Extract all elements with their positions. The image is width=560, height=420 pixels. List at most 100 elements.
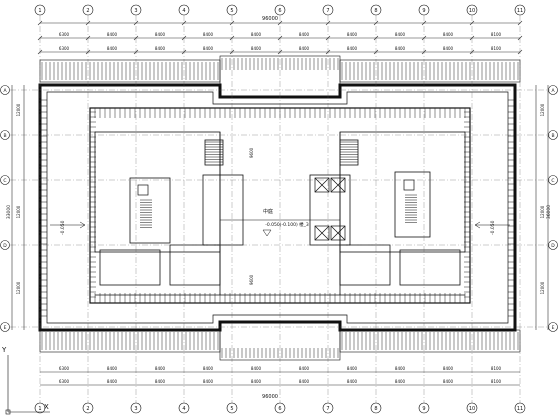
- top-dimension-value: 8400: [395, 32, 406, 37]
- right-overall-dim: 36000: [546, 205, 552, 219]
- top-dimension-value: 8400: [251, 46, 262, 51]
- grid-bubble-bottom: [514, 402, 526, 414]
- grid-bubble-label: E: [4, 325, 7, 331]
- left-dimension-value: 12000: [16, 103, 21, 116]
- bottom-dimension-value: 8400: [347, 379, 358, 384]
- bottom-dimension-value: 6300: [59, 366, 70, 371]
- top-dimension-value: 8400: [203, 32, 214, 37]
- bottom-overall-dim: 96000: [262, 394, 278, 400]
- bottom-dimension-value: 8400: [203, 379, 214, 384]
- grid-bubble-label: 9: [422, 8, 425, 14]
- bottom-dimension-value: 8400: [155, 366, 166, 371]
- bottom-dimension-value: 8400: [443, 379, 454, 384]
- grid-bubble-side: [548, 85, 558, 95]
- atrium: 中庭 -0.050(-0.100) 楼_3 9600 9600: [220, 147, 340, 285]
- top-dimension-value: 8100: [491, 46, 502, 51]
- top-dimension-value: 8400: [155, 46, 166, 51]
- grid-bubble-label: C: [3, 178, 6, 184]
- top-dimension-value: 8100: [491, 32, 502, 37]
- grid-bubble-side: [548, 175, 558, 185]
- top-dimension-value: 8400: [107, 32, 118, 37]
- top-dimension-value: 8400: [107, 46, 118, 51]
- axis-x-label: X: [44, 403, 49, 411]
- grid-bubble-bottom: [34, 402, 46, 414]
- bottom-dimension-value: 8100: [491, 366, 502, 371]
- bottom-dimension-value: 8400: [347, 366, 358, 371]
- grid-bubble-label: 8: [374, 8, 377, 14]
- grid-bubble-side: [0, 240, 10, 250]
- right-dimension-value: 12000: [540, 205, 545, 218]
- grid-bubble-label: 10: [469, 406, 475, 412]
- bottom-dimension-value: 8400: [107, 366, 118, 371]
- grid-bubble-label: 7: [326, 406, 329, 412]
- grid-bubble-label: B: [3, 133, 6, 139]
- grid-bubble-bottom: [370, 402, 382, 414]
- grid-bubble-label: A: [551, 88, 555, 94]
- grid-bubble-side: [0, 322, 10, 332]
- bottom-dimension-value: 8400: [299, 379, 310, 384]
- grid-bubble-label: C: [551, 178, 554, 184]
- atrium-label: 中庭: [263, 208, 273, 215]
- bottom-dimension-value: 8400: [155, 379, 166, 384]
- grid-bubble-label: 1: [38, 8, 41, 14]
- grid-bubble-label: 3: [134, 406, 137, 412]
- right-dimension-value: 12000: [540, 103, 545, 116]
- ucs-axis-icon: [5, 355, 50, 415]
- grid-bubble-label: 7: [326, 8, 329, 14]
- grid-bubble-bottom: [418, 402, 430, 414]
- bottom-dimension-value: 8400: [251, 379, 262, 384]
- left-level-label: -0.050: [60, 220, 66, 235]
- side-dimension-lines: [11, 85, 549, 330]
- grid-bubble-side: [0, 85, 10, 95]
- grid-bubble-label: 4: [182, 8, 185, 14]
- grid-bubble-bottom: [322, 402, 334, 414]
- grid-bubble-label: A: [3, 88, 7, 94]
- grid-bubble-side: [548, 322, 558, 332]
- top-dimension-value: 8400: [395, 46, 406, 51]
- grid-bubble-side: [548, 240, 558, 250]
- grid-bubble-bottom: [226, 402, 238, 414]
- top-dimension-texts: 6300630084008400840084008400840084008400…: [59, 32, 502, 51]
- bottom-dimension-value: 8400: [107, 379, 118, 384]
- left-dimension-value: 12000: [16, 281, 21, 294]
- grid-bubble-label: 4: [182, 406, 185, 412]
- grid-bubble-label: 5: [230, 8, 233, 14]
- bottom-dimension-lines: [40, 371, 520, 386]
- bottom-dimension-value: 8100: [491, 379, 502, 384]
- grid-bubble-label: 2: [86, 8, 89, 14]
- grid-bubble-side: [548, 130, 558, 140]
- bottom-colonnade-hatch: [41, 332, 519, 358]
- grid-axis-lines: [10, 15, 550, 403]
- grid-bubble-label: 2: [86, 406, 89, 412]
- grid-bubble-label: D: [551, 243, 555, 249]
- perimeter-windows: [40, 99, 515, 317]
- left-overall-dim: 33000: [6, 205, 12, 219]
- bottom-dimension-value: 8400: [299, 366, 310, 371]
- grid-bubble-label: D: [3, 243, 7, 249]
- level-arrows: [50, 221, 510, 229]
- bottom-dimension-value: 6300: [59, 379, 70, 384]
- axis-y-label: Y: [1, 346, 7, 354]
- grid-bubble-bottom: [82, 402, 94, 414]
- right-level-label: -0.050: [490, 220, 496, 235]
- bottom-dimension-value: 8400: [443, 366, 454, 371]
- span-lower: 9600: [249, 274, 254, 285]
- top-dimension-value: 8400: [203, 46, 214, 51]
- grid-bubble-label: 5: [230, 406, 233, 412]
- right-dimension-texts: 12000 12000 12000: [540, 103, 545, 294]
- grid-bubble-label: 11: [517, 8, 523, 14]
- right-dimension-value: 12000: [540, 281, 545, 294]
- top-dimension-value: 6300: [59, 46, 70, 51]
- grid-bubble-label: 10: [469, 8, 475, 14]
- grid-bubble-label: 8: [374, 406, 377, 412]
- top-dimension-value: 8400: [299, 46, 310, 51]
- grid-bubble-side: [0, 175, 10, 185]
- grid-bubble-bottom: [130, 402, 142, 414]
- grid-bubble-label: 9: [422, 406, 425, 412]
- grid-bubble-label: 6: [278, 8, 281, 14]
- top-dimension-value: 8400: [155, 32, 166, 37]
